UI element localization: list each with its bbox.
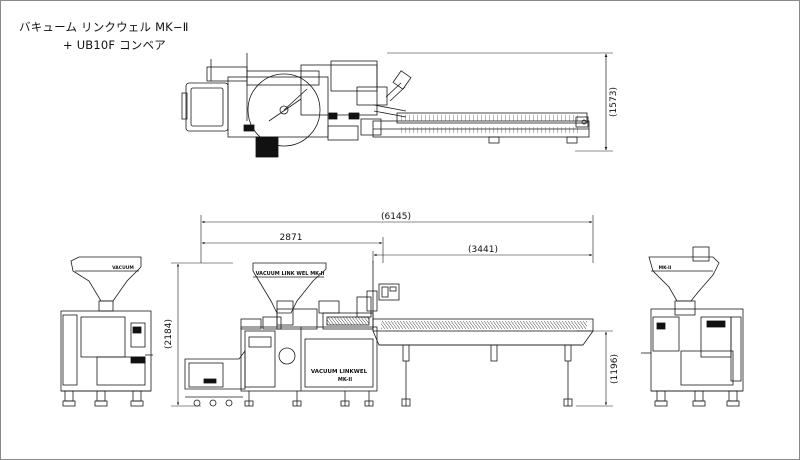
dimension-lines: (6145) 2871 (3441) (2184) (1196) — [164, 212, 620, 407]
front-view-tray — [184, 349, 246, 390]
top-view: (1573) — [181, 52, 619, 158]
dim-conveyor-height-text: (1196) — [610, 354, 620, 384]
dim-overall-height-text: (2184) — [164, 319, 174, 349]
front-body-model: MK-II — [338, 377, 352, 383]
front-body-brand: VACUUM LINKWEL — [311, 369, 368, 375]
right-view-body — [650, 308, 744, 392]
dim-height-top-text: (1573) — [609, 87, 619, 117]
dim-conveyor-length-text: (3441) — [468, 245, 498, 255]
right-hopper-label: MK-II — [659, 265, 672, 271]
title-line-2: + UB10F コンベア — [63, 38, 166, 52]
top-view-dark-block — [255, 136, 279, 158]
right-side-view: MK-II — [641, 246, 744, 407]
front-hopper-label: VACUUM LINK WEL MK-II — [256, 271, 325, 277]
left-side-view: VACUUM — [60, 256, 153, 407]
front-view: VACUUM LINK WEL MK-II VACUUM LINKWEL MK-… — [184, 261, 594, 407]
front-view-cabinet — [240, 326, 378, 392]
top-view-casing-reel — [247, 73, 321, 147]
dim-overall-length-text: (6145) — [381, 212, 411, 222]
front-view-hopper — [252, 262, 327, 314]
top-view-control-box — [185, 82, 229, 132]
title-line-1: バキューム リンクウェル MK−Ⅱ — [19, 20, 189, 34]
front-view-conveyor — [372, 318, 594, 332]
right-view-hopper — [648, 256, 720, 302]
front-view-control-panel — [378, 283, 400, 301]
left-hopper-label: VACUUM — [112, 265, 134, 271]
left-view-hopper — [70, 256, 142, 302]
dim-machine-length-text: 2871 — [280, 233, 303, 243]
top-view-machine-body — [227, 76, 329, 138]
